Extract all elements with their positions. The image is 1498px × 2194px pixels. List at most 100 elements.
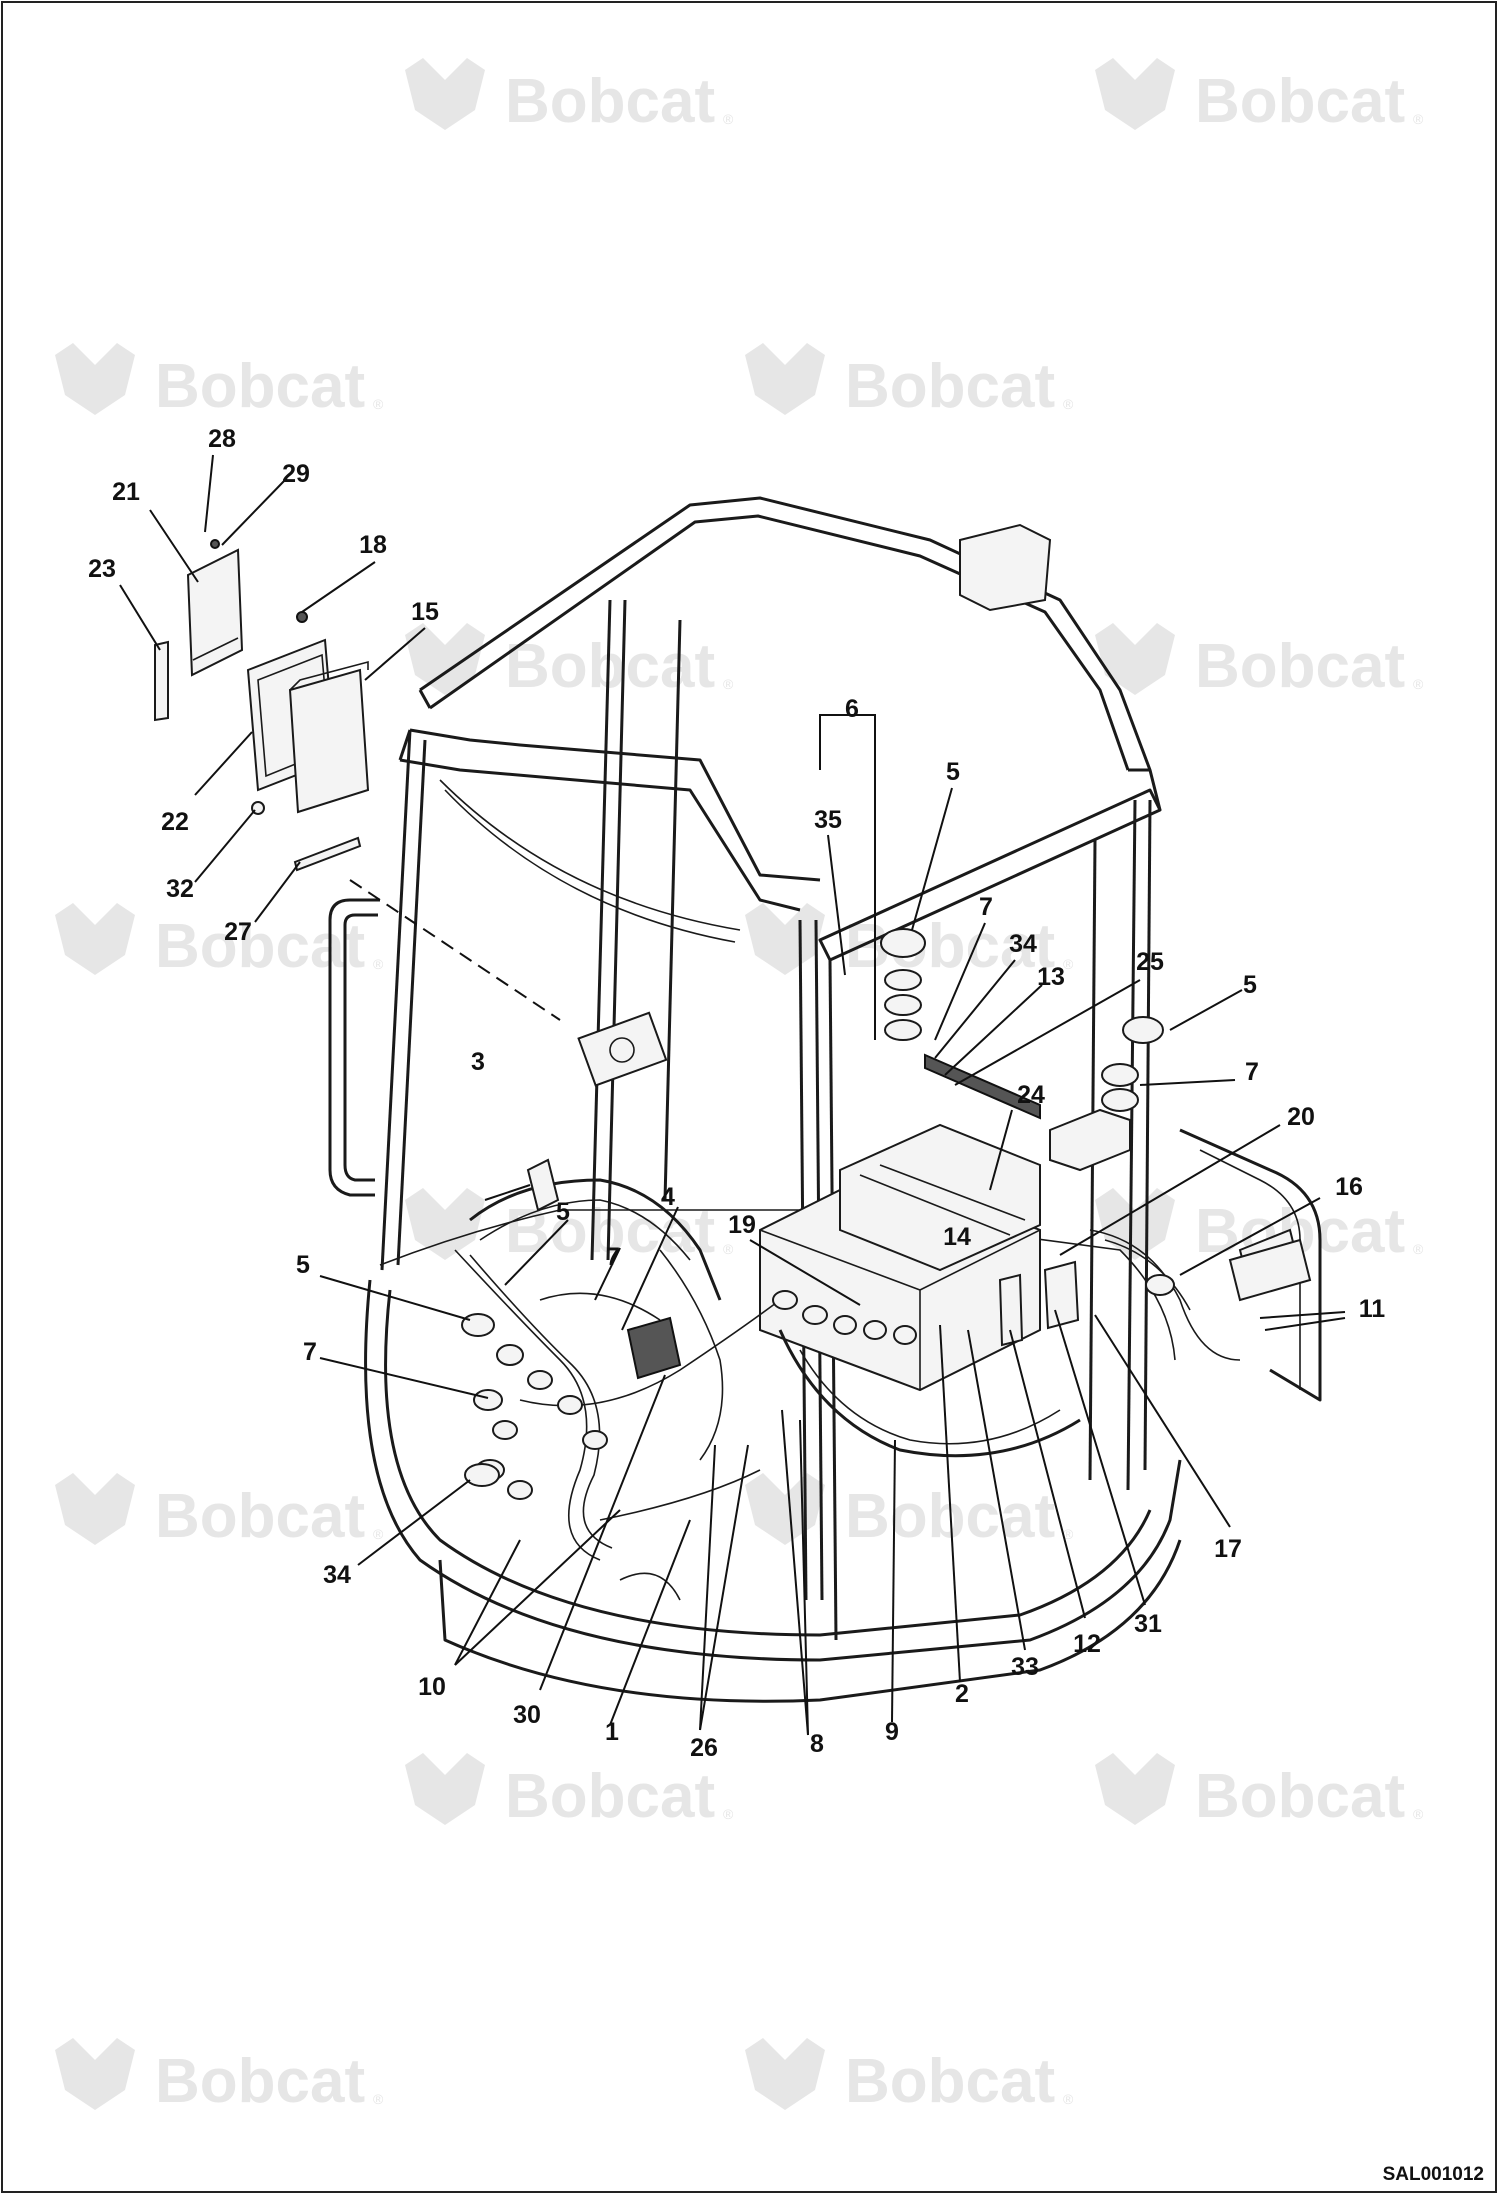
callout-12: 12 [1073, 1630, 1101, 1658]
callout-7: 7 [303, 1338, 317, 1366]
callout-7: 7 [1245, 1058, 1259, 1086]
bobcat-head-icon [745, 1473, 825, 1545]
watermark-registered: ® [1063, 956, 1074, 972]
callout-2: 2 [955, 1680, 969, 1708]
watermark-tile: Bobcat® [745, 903, 1074, 981]
callout-25: 25 [1136, 948, 1164, 976]
callout-10: 10 [418, 1673, 446, 1701]
watermark-brand: Bobcat [1195, 67, 1405, 136]
leader-lines [119, 454, 1346, 1736]
watermark-tile: Bobcat ® [745, 343, 1074, 421]
callout-20: 20 [1287, 1103, 1315, 1131]
callout-5: 5 [1243, 971, 1257, 999]
callout-7: 7 [979, 893, 993, 921]
bobcat-head-icon [1095, 58, 1175, 130]
callout-31: 31 [1134, 1610, 1162, 1638]
harness-components [461, 928, 1312, 1500]
watermark-tile: Bobcat ® [55, 2038, 384, 2116]
watermark-brand: Bobcat [155, 912, 365, 981]
callout-32: 32 [166, 875, 194, 903]
callout-4: 4 [661, 1183, 675, 1211]
watermark-registered: ® [1413, 676, 1424, 692]
callout-11: 11 [1359, 1295, 1386, 1323]
watermark-tile: Bobcat ® [745, 2038, 1074, 2116]
watermark-registered: ® [723, 676, 734, 692]
callout-labels: 2829212318152232276355734132557202416113… [88, 425, 1385, 1762]
watermark-registered: ® [1063, 2091, 1074, 2107]
callout-18: 18 [359, 531, 387, 559]
watermark-brand: Bobcat [845, 2047, 1055, 2116]
watermark-registered: ® [373, 956, 384, 972]
watermark-tile: Bobcat® [745, 1473, 1074, 1551]
watermark-brand: Bobcat [505, 1762, 715, 1831]
callout-34: 34 [1009, 930, 1037, 958]
watermark-tile: Bobcat ® [405, 1753, 734, 1831]
exploded-module [154, 539, 370, 872]
bobcat-head-icon [55, 2038, 135, 2110]
bobcat-head-icon [55, 343, 135, 415]
watermark-brand: Bobcat [845, 352, 1055, 421]
bobcat-head-icon [745, 903, 825, 975]
callout-8: 8 [810, 1730, 824, 1758]
watermark-tile: Bobcat ® [55, 903, 384, 981]
callout-24: 24 [1017, 1081, 1045, 1109]
watermark-registered: ® [373, 1526, 384, 1542]
callout-22: 22 [161, 808, 189, 836]
callout-16: 16 [1335, 1173, 1363, 1201]
bobcat-head-icon [1095, 623, 1175, 695]
callout-5: 5 [946, 758, 960, 786]
callout-19: 19 [728, 1211, 756, 1239]
bobcat-head-icon [745, 2038, 825, 2110]
watermark-tile: Bobcat ® [405, 58, 734, 136]
bobcat-head-icon [405, 1188, 485, 1260]
bobcat-head-icon [55, 1473, 135, 1545]
callout-5: 5 [296, 1251, 310, 1279]
wiring-harness [349, 879, 1241, 1601]
callout-30: 30 [513, 1701, 541, 1729]
bobcat-head-icon [1095, 1188, 1175, 1260]
bobcat-head-icon [405, 58, 485, 130]
callout-9: 9 [885, 1718, 899, 1746]
callout-1: 1 [605, 1718, 619, 1746]
bobcat-head-icon [405, 623, 485, 695]
drawing-reference-code: SAL001012 [1383, 2164, 1484, 2185]
callout-28: 28 [208, 425, 236, 453]
callout-21: 21 [112, 478, 140, 506]
watermark-registered: ® [1413, 1806, 1424, 1822]
watermark-brand: Bobcat [155, 352, 365, 421]
callout-26: 26 [690, 1734, 718, 1762]
watermark-registered: ® [373, 2091, 384, 2107]
watermark-registered: ® [1413, 111, 1424, 127]
watermark-brand: Bobcat [155, 2047, 365, 2116]
watermark-layer: Bobcat ® Bobcat ® Bobcat ® Bobcat ® Bobcat ® Bobca… [55, 58, 1424, 2116]
callout-14: 14 [943, 1223, 971, 1251]
callout-27: 27 [224, 918, 252, 946]
watermark-registered: ® [723, 111, 734, 127]
watermark-brand: Bobcat [505, 67, 715, 136]
watermark-registered: ® [723, 1241, 734, 1257]
watermark-registered: ® [373, 396, 384, 412]
watermark-tile: Bobcat ® [1095, 623, 1424, 701]
watermark-registered: ® [1063, 1526, 1074, 1542]
callout-6: 6 [845, 695, 859, 723]
watermark-brand: Bobcat [155, 1482, 365, 1551]
callout-35: 35 [814, 806, 842, 834]
watermark-registered: ® [723, 1806, 734, 1822]
callout-3: 3 [471, 1048, 485, 1076]
watermark-registered: ® [1413, 1241, 1424, 1257]
bobcat-head-icon [1095, 1753, 1175, 1825]
callout-23: 23 [88, 555, 116, 583]
watermark-registered: ® [1063, 396, 1074, 412]
callout-33: 33 [1011, 1653, 1039, 1681]
watermark-brand: Bobcat [1195, 632, 1405, 701]
cab-frame-drawing [328, 496, 1322, 1703]
bobcat-head-icon [55, 903, 135, 975]
bobcat-head-icon [405, 1753, 485, 1825]
bobcat-head-icon [745, 343, 825, 415]
callout-5: 5 [556, 1198, 570, 1226]
watermark-brand: Bobcat [1195, 1762, 1405, 1831]
callout-13: 13 [1037, 963, 1065, 991]
